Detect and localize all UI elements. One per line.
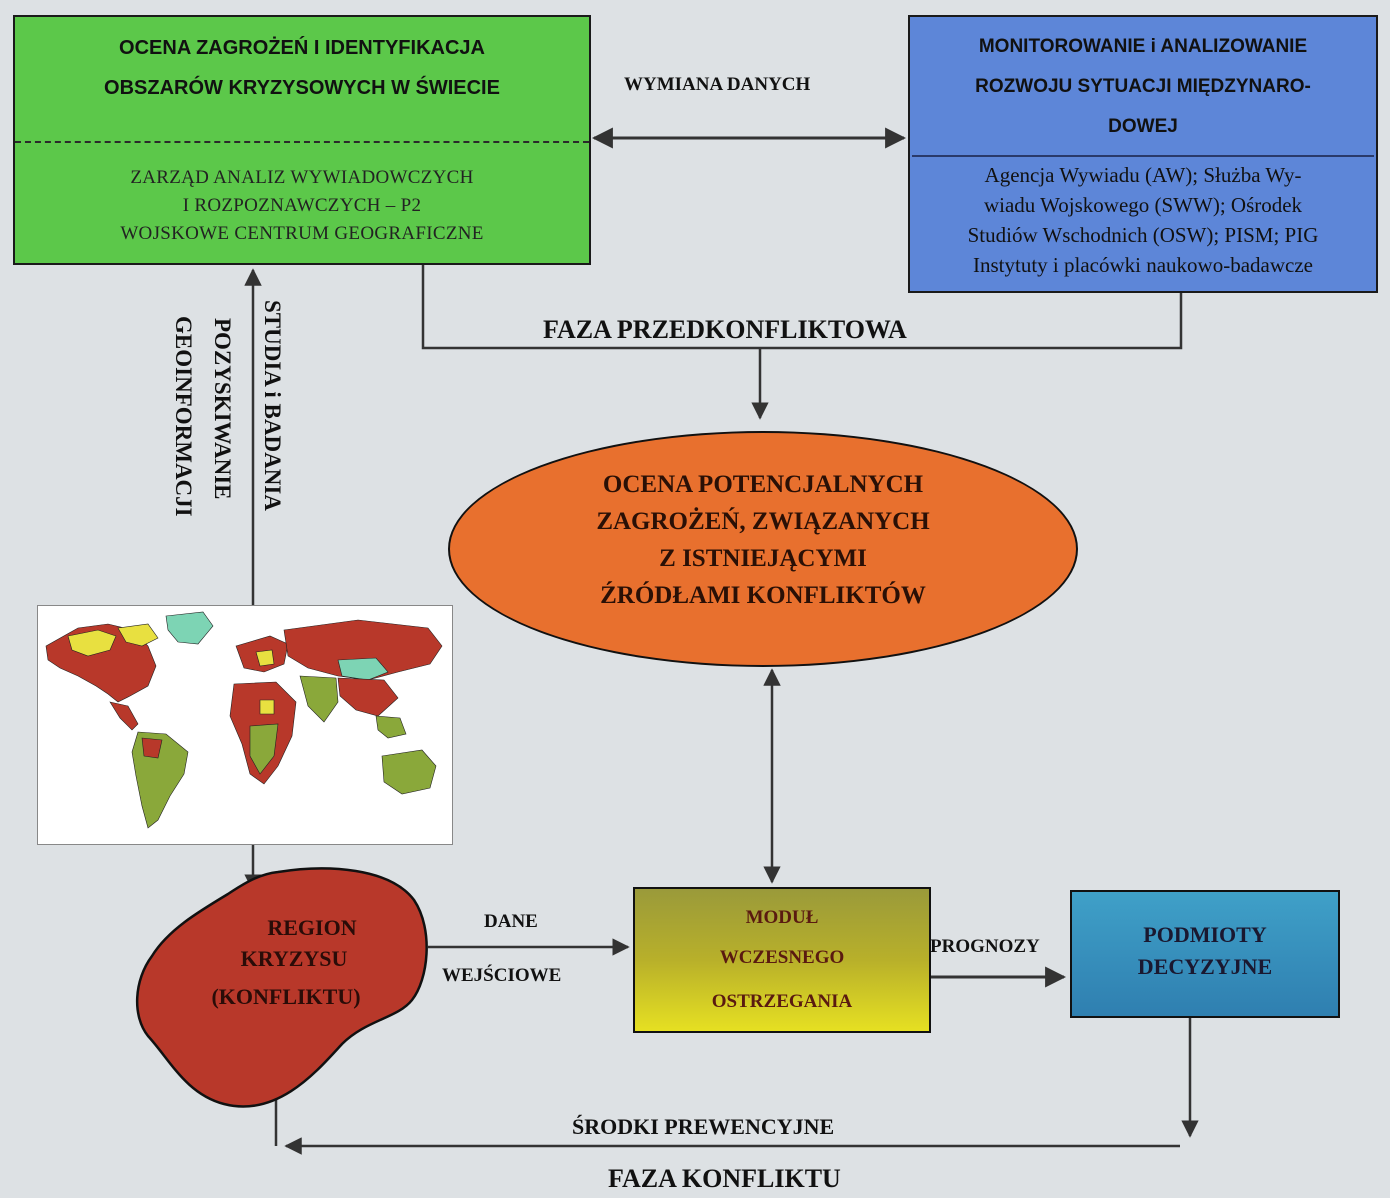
threat-assessment-title-line1: OCENA ZAGROŻEŃ I IDENTYFIKACJA (119, 37, 485, 59)
pre-conflict-phase-label: FAZA PRZEDKONFLIKTOWA (543, 315, 907, 344)
forecast-label: PROGNOZY (930, 936, 1040, 957)
geoinformation-acquisition-label: POZYSKIWANIE (210, 318, 235, 500)
pre-conflict-bracket (421, 265, 1183, 350)
decision-makers-box: PODMIOTY DECYZYJNE (1070, 890, 1340, 1018)
p2-directorate-line2: I ROZPOZNAWCZYCH – P2 (182, 195, 422, 216)
institutions-line3: Studiów Wschodnich (OSW); PISM; PIG (967, 223, 1319, 247)
input-data-label-2: WEJŚCIOWE (442, 965, 562, 986)
module-line2: WCZESNEGO (719, 947, 845, 968)
world-map-shapes (45, 611, 443, 829)
monitoring-institutions: Agencja Wywiadu (AW); Służba Wy- wiadu W… (912, 155, 1374, 289)
institutions-line4: Instytuty i placówki naukowo-badawcze (973, 253, 1313, 277)
threat-assessment-title-line2: OBSZARÓW KRYZYSOWYCH W ŚWIECIE (104, 77, 500, 99)
studies-research-label: STUDIA i BADANIA (260, 300, 285, 511)
p2-directorate-line1: ZARZĄD ANALIZ WYWIADOWCZYCH (130, 167, 474, 188)
ellipse-line3: Z ISTNIEJĄCYMI (659, 545, 867, 572)
monitoring-title-line2: ROZWOJU SYTUACJI MIĘDZYNARO- (975, 76, 1311, 97)
region-line1: REGION (267, 915, 357, 940)
institutions-line1: Agencja Wywiadu (AW); Służba Wy- (984, 163, 1302, 187)
ellipse-line1: OCENA POTENCJALNYCH (602, 471, 924, 498)
data-exchange-label: WYMIANA DANYCH (624, 74, 811, 95)
module-line1: MODUŁ (745, 907, 819, 928)
region-line3: (KONFLIKTU) (211, 984, 361, 1009)
institutions-line2: wiadu Wojskowego (SWW); Ośrodek (983, 193, 1303, 217)
decision-makers-line2: DECYZYJNE (1137, 954, 1273, 979)
region-line2: KRYZYSU (240, 946, 348, 971)
threat-assessment-box: OCENA ZAGROŻEŃ I IDENTYFIKACJA OBSZARÓW … (13, 15, 591, 265)
geographic-centre-line: WOJSKOWE CENTRUM GEOGRAFICZNE (120, 223, 484, 244)
ellipse-line4: ŹRÓDŁAMI KONFLIKTÓW (600, 582, 926, 609)
module-line3: OSTRZEGANIA (711, 991, 853, 1012)
threat-assessment-header: OCENA ZAGROŻEŃ I IDENTYFIKACJA OBSZARÓW … (15, 17, 589, 143)
monitoring-title-line3: DOWEJ (1108, 116, 1178, 137)
input-data-label-1: DANE (484, 911, 538, 932)
monitoring-title-line1: MONITOROWANIE i ANALIZOWANIE (978, 36, 1308, 57)
geoinformation-label: GEOINFORMACJI (171, 316, 196, 517)
conflict-phase-label: FAZA KONFLIKTU (608, 1164, 841, 1193)
threat-evaluation-ellipse: OCENA POTENCJALNYCH ZAGROŻEŃ, ZWIĄZANYCH… (448, 431, 1078, 667)
ellipse-line2: ZAGROŻEŃ, ZWIĄZANYCH (596, 508, 930, 535)
world-map-image (37, 605, 453, 845)
early-warning-module-box: MODUŁ WCZESNEGO OSTRZEGANIA (633, 887, 931, 1033)
decision-makers-line1: PODMIOTY (1143, 922, 1267, 947)
crisis-region-shape (136, 867, 428, 1108)
preventive-measures-label: ŚRODKI PREWENCYJNE (572, 1114, 835, 1139)
monitoring-box: MONITOROWANIE i ANALIZOWANIE ROZWOJU SYT… (908, 15, 1378, 293)
